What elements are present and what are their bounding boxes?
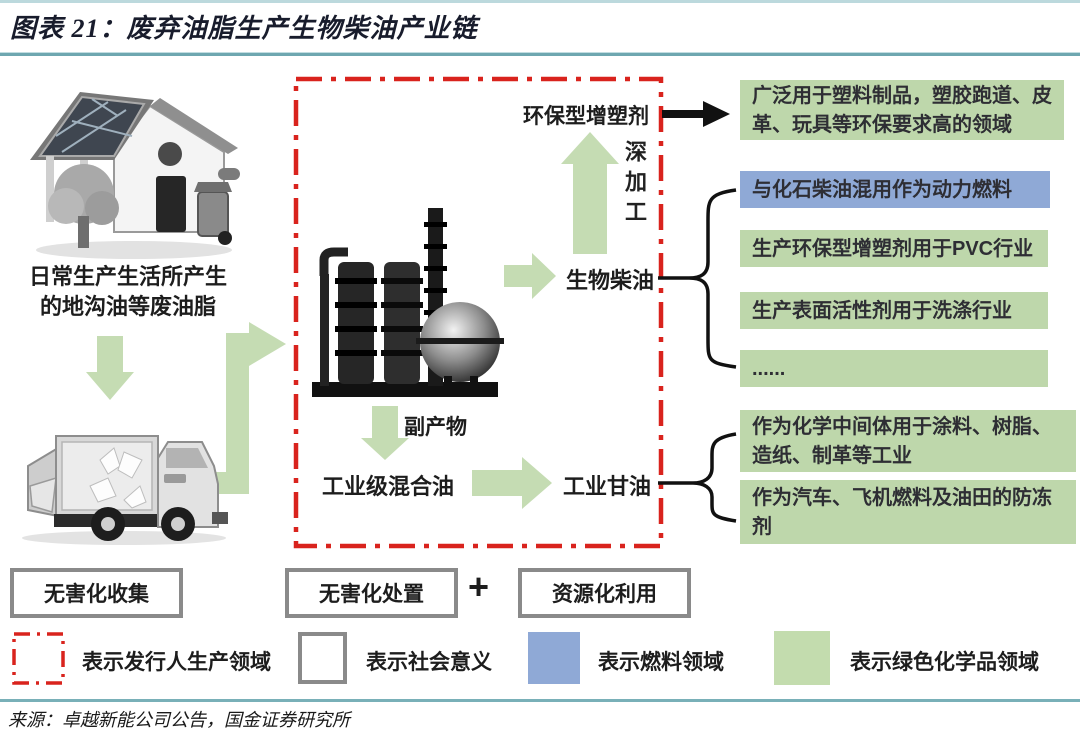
application-box-pvc: 生产环保型增塑剂用于PVC行业 (740, 230, 1048, 267)
legend-label-social-significance: 表示社会意义 (366, 651, 492, 674)
legend-blue-swatch (528, 632, 580, 684)
bracket-biodiesel-applications (658, 188, 737, 369)
house-icon (30, 92, 240, 259)
application-box-chemical-intermediate: 作为化学中间体用于涂料、树脂、造纸、制革等工业 (740, 410, 1076, 472)
plasticizer-label: 环保型增塑剂 (523, 105, 649, 128)
waste-oil-label-line1: 日常生产生活所产生 (28, 264, 227, 289)
legend-green-swatch (774, 631, 830, 685)
arrow-right-plant-to-biodiesel-icon (504, 253, 556, 299)
mixed-oil-label: 工业级混合油 (322, 474, 455, 499)
application-box-plasticizer-uses: 广泛用于塑料制品，塑胶跑道、皮革、玩具等环保要求高的领域 (740, 80, 1064, 140)
deep-processing-label: 深加工 (622, 140, 647, 230)
arrow-up-biodiesel-to-plasticizer-icon (561, 132, 619, 254)
glycerin-label: 工业甘油 (563, 474, 652, 499)
stage-box-harmless-disposal: 无害化处置 (285, 568, 458, 618)
arrow-down-plant-to-byproduct-icon (361, 406, 409, 460)
legend-label-fuel-area: 表示燃料领域 (598, 651, 724, 674)
top-rule (0, 0, 1080, 3)
legend-white-swatch (298, 632, 347, 684)
source-note: 来源：卓越新能公司公告，国金证券研究所 (8, 710, 350, 730)
bracket-glycerin-applications (658, 432, 737, 523)
legend-label-issuer-area: 表示发行人生产领域 (82, 651, 271, 674)
figure-title: 图表 21：废弃油脂生产生物柴油产业链 (10, 14, 478, 43)
title-underline (0, 52, 1080, 56)
plus-sign: + (468, 566, 490, 607)
arrow-down-house-to-truck-icon (86, 336, 134, 400)
legend-red-dashed-swatch (12, 632, 65, 685)
legend-label-green-chemicals-area: 表示绿色化学品领域 (850, 651, 1039, 674)
application-box-fuel-blend: 与化石柴油混用作为动力燃料 (740, 171, 1050, 208)
application-box-surfactant: 生产表面活性剂用于洗涤行业 (740, 292, 1048, 329)
application-box-ellipsis: ...... (740, 350, 1048, 387)
arrow-right-plasticizer-to-uses-icon (662, 101, 730, 127)
application-box-antifreeze: 作为汽车、飞机燃料及油田的防冻剂 (740, 480, 1076, 544)
byproduct-label: 副产物 (404, 416, 467, 439)
stage-box-harmless-collection: 无害化收集 (10, 568, 183, 618)
issuer-boundary-dashed-box (293, 76, 664, 549)
bottom-rule (0, 699, 1080, 702)
arrow-right-mixedoil-to-glycerin-icon (472, 457, 552, 509)
waste-oil-label: 日常生产生活所产生 的地沟油等废油脂 (8, 262, 248, 322)
waste-oil-label-line2: 的地沟油等废油脂 (39, 294, 216, 319)
refinery-icon (312, 208, 504, 397)
stage-box-resource-utilization: 资源化利用 (518, 568, 691, 618)
biodiesel-label: 生物柴油 (565, 268, 654, 293)
garbage-truck-icon (22, 435, 228, 545)
